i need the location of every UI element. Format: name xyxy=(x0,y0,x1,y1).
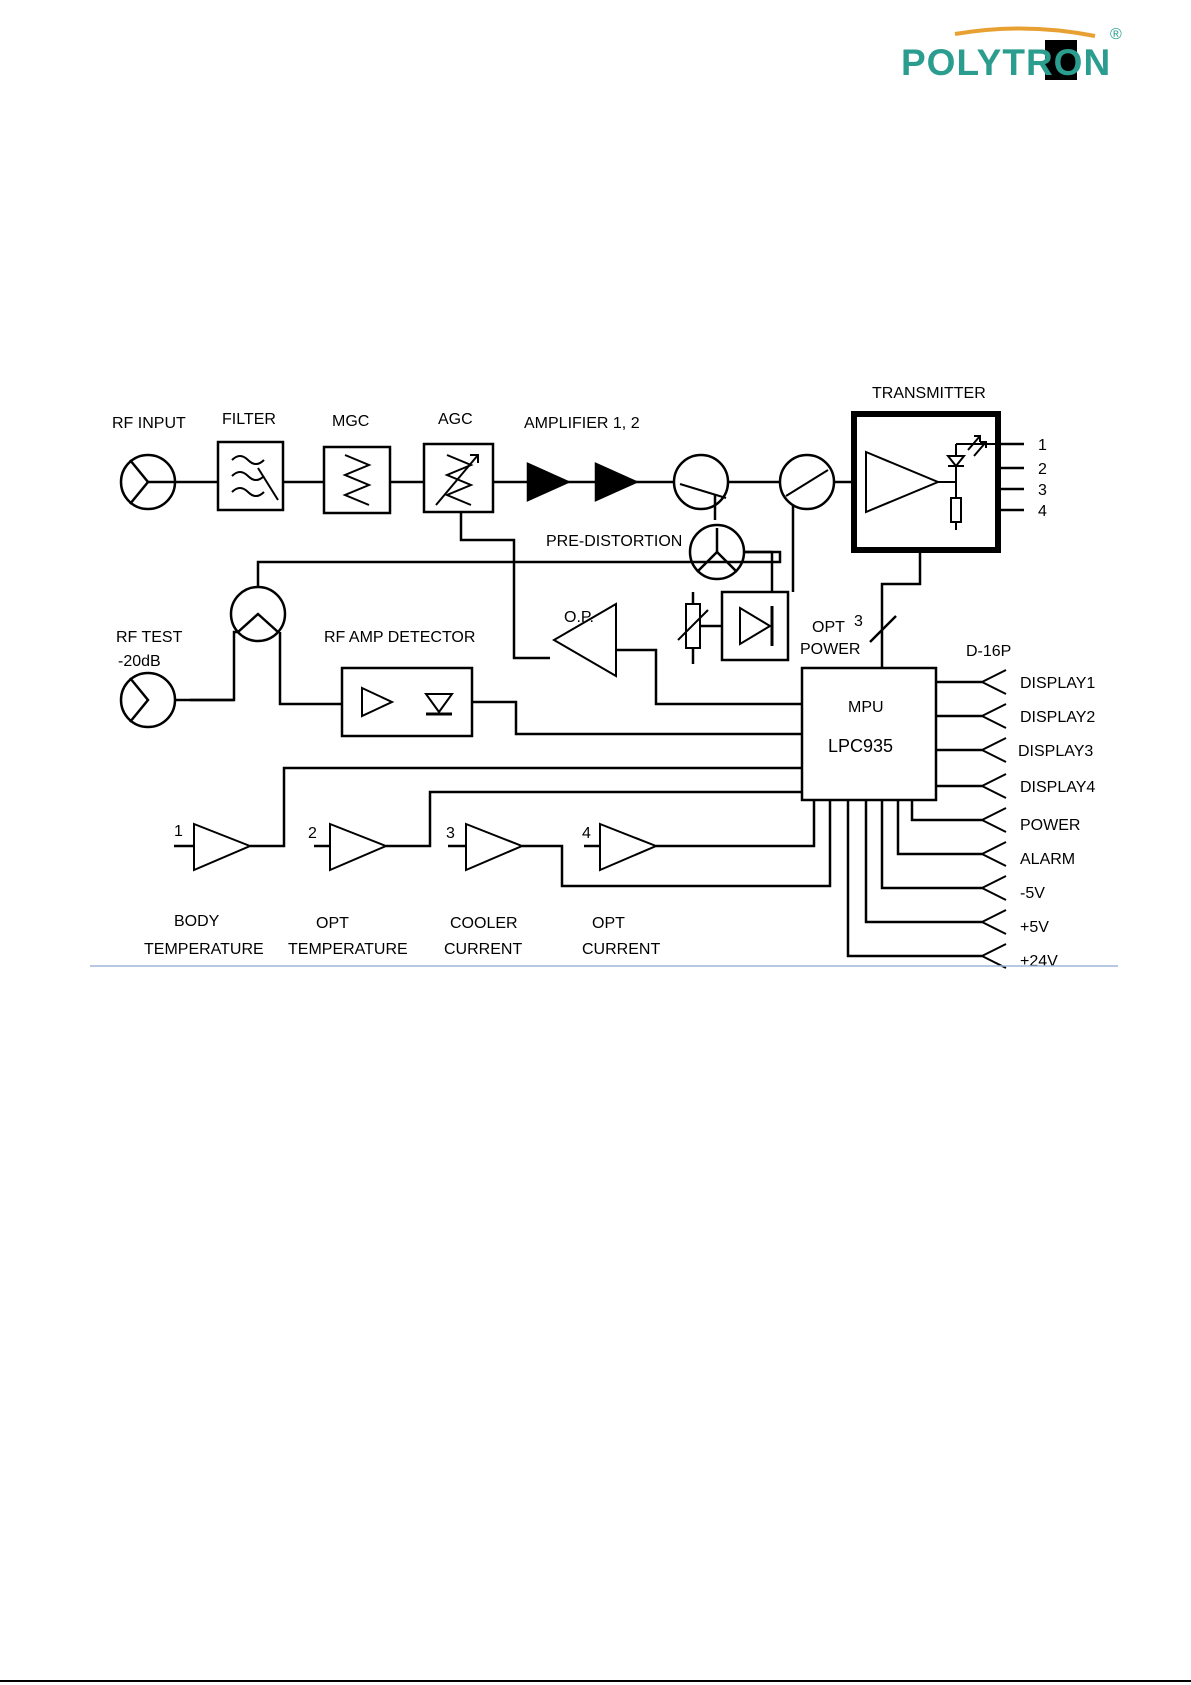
label-opt-temperature: TEMPERATURE xyxy=(288,941,408,958)
mgc-attenuator-icon xyxy=(324,447,390,513)
rf-test-connector-icon xyxy=(121,673,234,727)
label-rf-amp-detector: RF AMP DETECTOR xyxy=(324,629,475,646)
label-opt-current: CURRENT xyxy=(582,941,660,958)
tx-output-4: 4 xyxy=(1038,503,1047,520)
label-agc: AGC xyxy=(438,411,473,428)
tx-output-2: 2 xyxy=(1038,461,1047,478)
label-power: POWER xyxy=(800,641,860,658)
label-mpu: MPU xyxy=(848,699,884,716)
tx-output-3: 3 xyxy=(1038,482,1047,499)
label-rf-input: RF INPUT xyxy=(112,415,186,432)
mpu-output-display1: DISPLAY1 xyxy=(1020,675,1095,692)
pre-distortion-diode-box xyxy=(722,592,788,660)
label-cooler-current: CURRENT xyxy=(444,941,522,958)
sensor-amp-4-icon xyxy=(584,800,814,870)
mpu-output-alarm: ALARM xyxy=(1020,851,1075,868)
label-connector: D-16P xyxy=(966,643,1011,660)
label-mgc: MGC xyxy=(332,413,369,430)
sensor-3-number: 3 xyxy=(446,825,455,842)
pre-distortion-splitter-icon xyxy=(690,525,772,592)
mpu-output-lines xyxy=(848,682,982,956)
filter-block-icon xyxy=(218,442,283,510)
mpu-output-power: POWER xyxy=(1020,817,1080,834)
label-rf-test: RF TEST xyxy=(116,629,183,646)
sensor-1-number: 1 xyxy=(174,823,183,840)
mpu-output-plus24v: +24V xyxy=(1020,953,1058,970)
coupler-2-icon xyxy=(780,455,834,592)
rf-input-connector-icon xyxy=(121,455,176,509)
page-bottom-rule xyxy=(0,1680,1191,1682)
amplifier-1-icon xyxy=(528,464,568,500)
label-transmitter: TRANSMITTER xyxy=(872,385,986,402)
label-cooler: COOLER xyxy=(450,915,518,932)
tx-output-1: 1 xyxy=(1038,437,1047,454)
label-amplifier: AMPLIFIER 1, 2 xyxy=(524,415,640,432)
label-opt-curr: OPT xyxy=(592,915,625,932)
transmitter-block xyxy=(854,414,1024,550)
mpu-output-display3: DISPLAY3 xyxy=(1018,743,1093,760)
label-body: BODY xyxy=(174,913,220,930)
label-op: O.P. xyxy=(564,609,594,626)
coupler-1-icon xyxy=(674,455,728,520)
label-filter: FILTER xyxy=(222,411,276,428)
transmitter-mpu-bus xyxy=(870,550,920,668)
label-lpc935: LPC935 xyxy=(828,736,893,756)
sensor-amp-2-icon xyxy=(314,792,802,870)
label-pre-distortion: PRE-DISTORTION xyxy=(546,533,682,550)
mpu-output-plus5v: +5V xyxy=(1020,919,1049,936)
sensor-2-number: 2 xyxy=(308,825,317,842)
mpu-output-minus5v: -5V xyxy=(1020,885,1045,902)
amplifier-2-icon xyxy=(596,464,636,500)
rf-amp-detector-block xyxy=(342,668,802,736)
sensor-amp-3-icon xyxy=(448,800,830,886)
label-body-temperature: TEMPERATURE xyxy=(144,941,264,958)
mpu-output-display2: DISPLAY2 xyxy=(1020,709,1095,726)
label-opt: OPT xyxy=(812,619,845,636)
label-rf-test-level: -20dB xyxy=(118,653,161,670)
mpu-connector-pins xyxy=(982,670,1006,968)
mpu-block xyxy=(802,668,936,800)
label-bus-width: 3 xyxy=(854,613,863,630)
sensor-amp-1-icon xyxy=(174,768,802,870)
label-opt-temp: OPT xyxy=(316,915,349,932)
rf-test-splitter-icon xyxy=(190,552,780,704)
variable-resistor-icon xyxy=(678,592,722,664)
sensor-4-number: 4 xyxy=(582,825,591,842)
mpu-output-display4: DISPLAY4 xyxy=(1020,779,1095,796)
